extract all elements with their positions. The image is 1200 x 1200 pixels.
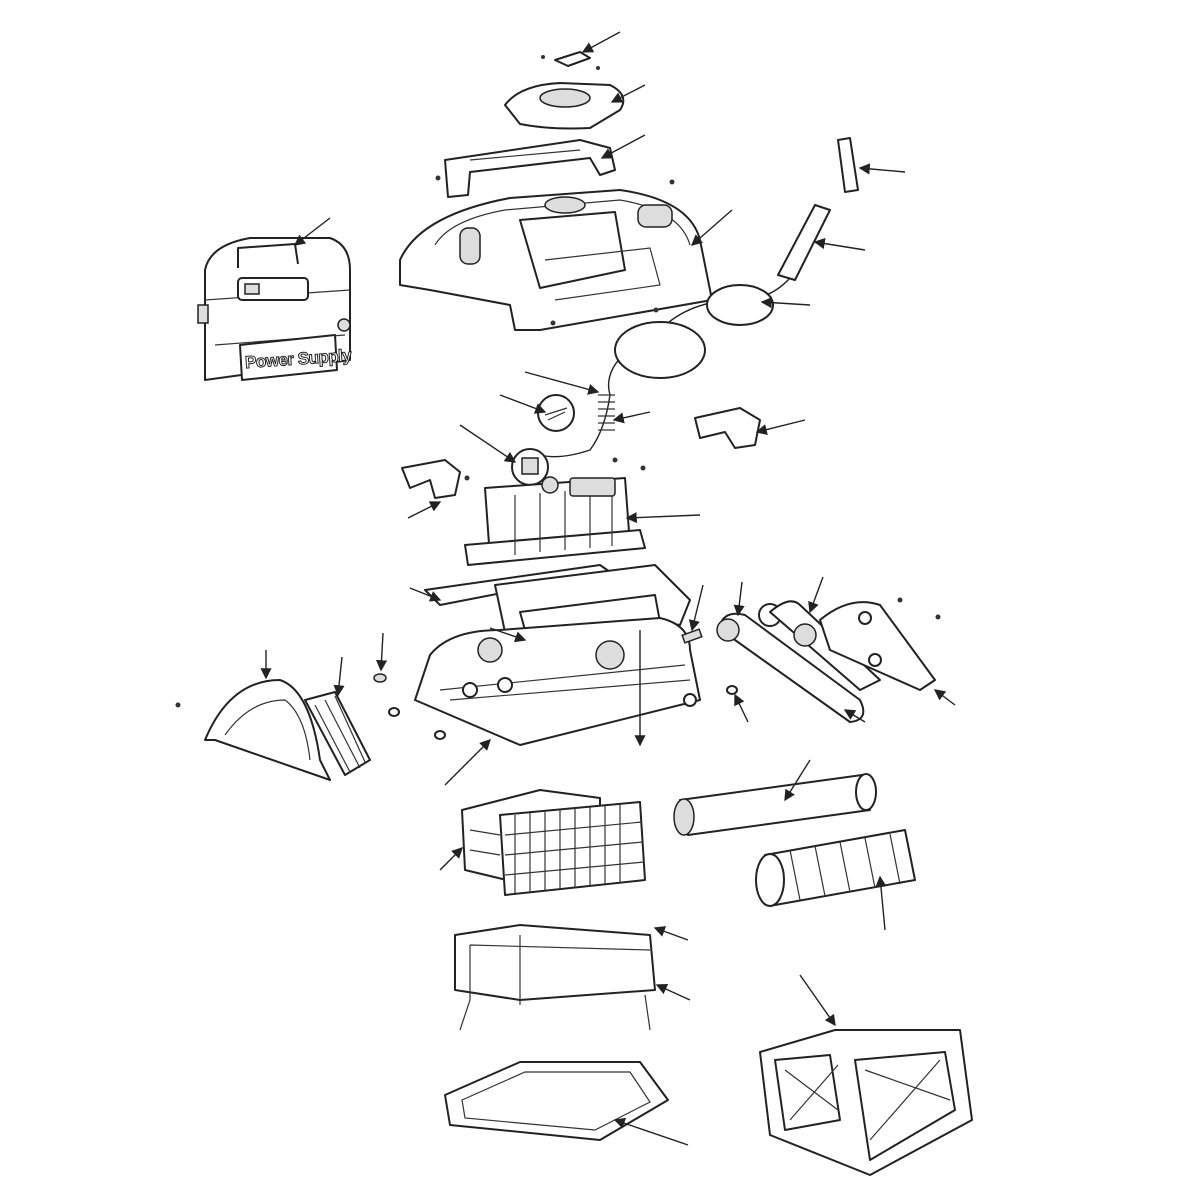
brush xyxy=(755,829,916,907)
clip-parts xyxy=(401,407,761,499)
filter-frame xyxy=(444,924,669,1141)
side-frames xyxy=(424,564,691,633)
screws xyxy=(175,175,941,708)
leader-lines xyxy=(260,31,956,1146)
motor-unit xyxy=(464,476,646,566)
handle xyxy=(444,139,616,198)
cable-assembly xyxy=(511,137,859,486)
right-tracks xyxy=(716,600,936,723)
body-cover xyxy=(399,189,713,331)
chassis xyxy=(414,617,701,746)
left-side-panel xyxy=(204,673,446,781)
filter-basket xyxy=(461,789,646,896)
top-cap-screw-part xyxy=(504,51,625,130)
roller xyxy=(673,773,877,836)
power-supply: Power Supply xyxy=(197,237,353,381)
cartridge-filter xyxy=(759,1029,973,1176)
